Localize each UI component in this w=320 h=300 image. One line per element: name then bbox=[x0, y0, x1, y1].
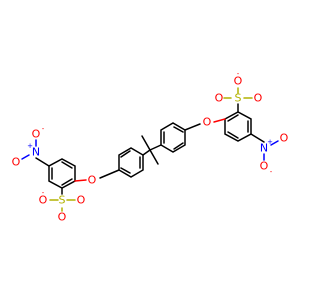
right-nitrosulfo-double-1 bbox=[227, 114, 239, 122]
bond-center-to-right-ring bbox=[149, 144, 162, 151]
bond-ether-left-ring2 bbox=[74, 179, 87, 182]
bond-methyl-up bbox=[141, 135, 151, 151]
atom-ether-oxygen-right: O bbox=[203, 116, 212, 129]
atom-oxygen-sulfonate-right-minus: O bbox=[234, 75, 243, 88]
charge-nitro-left: + bbox=[27, 142, 33, 150]
atom-oxygen-sulfonate-left-a: O bbox=[58, 211, 67, 224]
bond-right-ring-nitro bbox=[250, 133, 265, 143]
left-nitrosulfo-ring bbox=[48, 158, 76, 189]
right-phenyl-double-3 bbox=[173, 142, 184, 150]
left-phenyl-double-2 bbox=[120, 167, 131, 174]
bond-ether-right-ring2 bbox=[213, 118, 226, 123]
left-nitrosulfo-double-1 bbox=[61, 161, 73, 169]
atom-oxygen-nitro-right-minus: O bbox=[260, 160, 269, 173]
atom-ether-oxygen-left: O bbox=[88, 174, 97, 187]
atom-oxygen-sulfonate-left-b: O bbox=[77, 194, 86, 207]
right-nitrosulfo-double-3 bbox=[227, 131, 239, 139]
molecule-structure: O O S O - O O S O - O O N + O - O N + O … bbox=[12, 70, 289, 224]
bond-methyl-down bbox=[149, 149, 159, 165]
bond-center-to-left-ring bbox=[142, 149, 151, 156]
bond-left-n-o-dbl bbox=[21, 154, 30, 160]
atom-labels: O O S O - O O S O - O O N + O - O N + O … bbox=[12, 70, 289, 224]
bond-right-ring-ether bbox=[184, 123, 201, 131]
atom-sulfur-left: S bbox=[59, 194, 66, 207]
right-nitrosulfo-ring bbox=[224, 111, 252, 142]
left-phenyl-double-3 bbox=[120, 150, 131, 158]
charge-nitro-right-oxygen: - bbox=[270, 168, 273, 176]
heteroatom-bonds bbox=[21, 87, 279, 212]
charge-nitro-left-oxygen: - bbox=[42, 125, 45, 133]
atom-oxygen-nitro-right-dbl: O bbox=[280, 132, 289, 145]
atom-oxygen-nitro-left-minus: O bbox=[32, 128, 41, 141]
right-phenyl-double-2 bbox=[173, 126, 184, 133]
atom-oxygen-nitro-left-dbl: O bbox=[12, 156, 21, 169]
left-nitrosulfo-double-3 bbox=[61, 178, 73, 186]
charge-sulfonate-right: - bbox=[237, 70, 240, 78]
atom-sulfur-right: S bbox=[235, 92, 242, 105]
charge-sulfonate-left: - bbox=[42, 189, 45, 197]
atom-oxygen-sulfonate-left-minus: O bbox=[39, 194, 48, 207]
atom-oxygen-sulfonate-right-a: O bbox=[254, 92, 263, 105]
charge-nitro-right: + bbox=[267, 138, 273, 146]
atom-oxygen-sulfonate-right-b: O bbox=[215, 92, 224, 105]
bond-left-ring-nitro bbox=[35, 157, 50, 167]
bond-right-n-o-dbl bbox=[270, 140, 279, 146]
bond-left-ring-ether bbox=[99, 169, 120, 179]
atom-nitrogen-left: N bbox=[32, 146, 40, 159]
carbon-bonds bbox=[48, 111, 252, 189]
atom-nitrogen-right: N bbox=[260, 142, 268, 155]
